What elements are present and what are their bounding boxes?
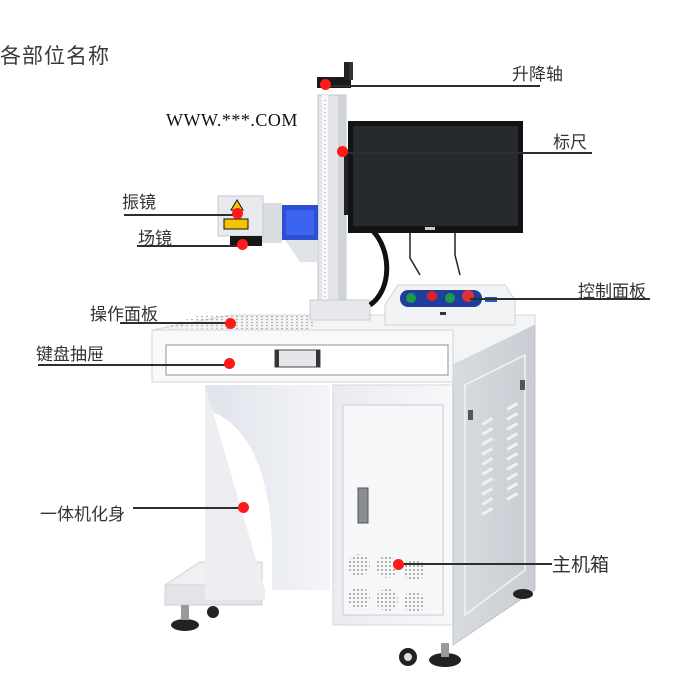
leader-line-work-table [120,322,230,324]
leader-line-galvo-mirror [124,214,236,216]
marker-dot-field-lens [237,239,248,250]
label-keyboard-drawer: 键盘抽屉 [36,345,104,365]
label-scale: 标尺 [553,133,587,153]
label-control-panel: 控制面板 [578,282,646,302]
leader-line-control-panel [470,298,650,300]
leader-line-main-cabinet [402,563,552,565]
leader-line-integrated-body [133,507,241,509]
label-integrated-body: 一体机化身 [40,505,125,525]
marker-dot-main-cabinet [393,559,404,570]
marker-dot-integrated-body [238,502,249,513]
label-galvo-mirror: 振镜 [122,193,156,213]
marker-dot-galvo-mirror [232,208,243,219]
leader-line-scale [345,152,592,154]
label-work-table: 操作面板 [90,305,158,325]
marker-dot-keyboard-drawer [224,358,235,369]
leader-line-field-lens [137,245,241,247]
label-field-lens: 场镜 [138,229,172,249]
diagram-title: 各部位名称 [0,44,110,68]
leader-line-lift-axis [330,85,540,87]
label-main-cabinet: 主机箱 [552,554,610,576]
leader-line-keyboard-drawer [38,364,228,366]
watermark-text: WWW.***.COM [166,110,298,130]
marker-dot-work-table [225,318,236,329]
marker-dot-lift-axis [320,79,331,90]
marker-dot-scale [337,146,348,157]
label-lift-axis: 升降轴 [512,65,563,85]
